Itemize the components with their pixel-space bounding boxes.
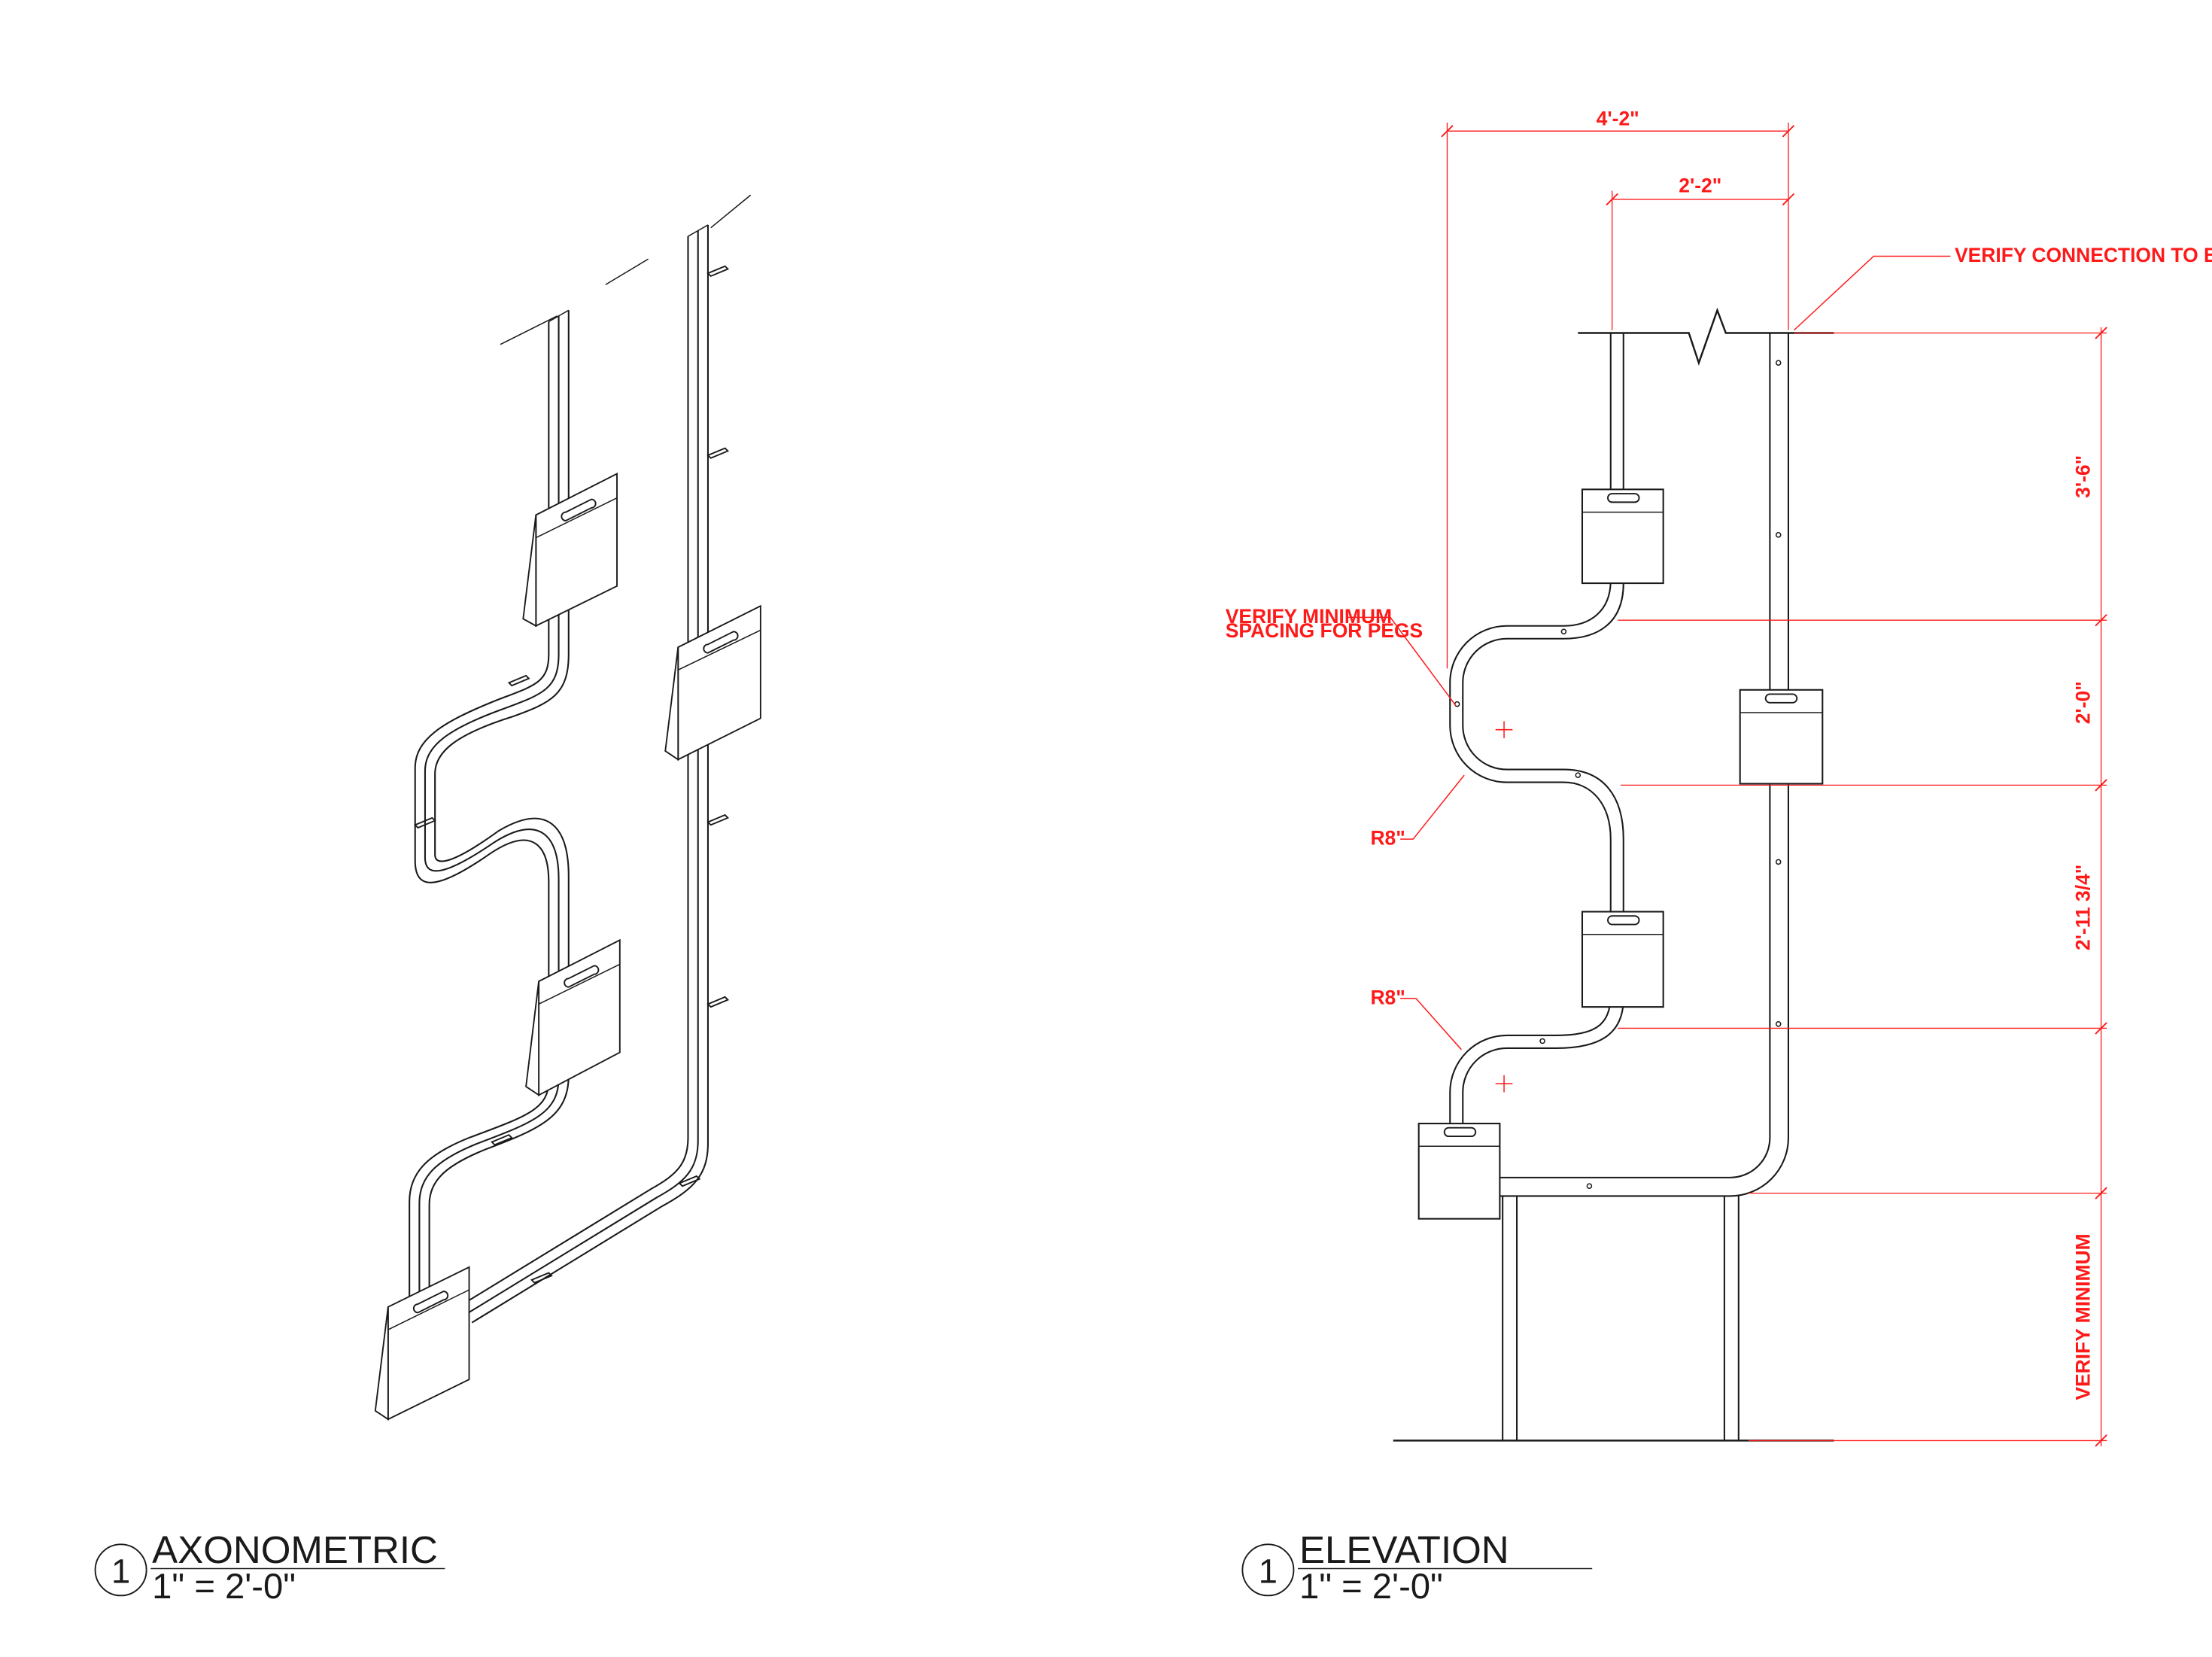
axon-pegs (414, 265, 730, 1284)
callout-pegs-line1: VERIFY MINIMUM (1226, 605, 1392, 628)
elev-bag-4 (1417, 1123, 1501, 1220)
callout-radius-2-label: R8" (1370, 986, 1405, 1008)
callout-boh-label: VERIFY CONNECTION TO BoH (1955, 244, 2212, 266)
view-scale: 1" = 2'-0" (152, 1567, 296, 1607)
axon-right-rail (460, 224, 709, 1324)
dim-seg1-label: 3'-6" (2072, 455, 2095, 498)
view-title: AXONOMETRIC (152, 1528, 438, 1571)
elev-left-rail (1449, 333, 1624, 1124)
dim-seg4-label: VERIFY MINIMUM (2072, 1233, 2095, 1400)
view-title: ELEVATION (1299, 1528, 1509, 1571)
callout-radius-1: R8" (1370, 774, 1465, 850)
dim-inner-width-label: 2'-2" (1679, 174, 1721, 196)
axon-bag-1 (522, 473, 618, 628)
elevation-view: 4'-2" 2'-2" 3'-6" 2'-0" 2'-11 3 (1226, 108, 2212, 1447)
elev-legs (1502, 1196, 1740, 1441)
callout-radius-1-label: R8" (1370, 827, 1405, 850)
elev-bag-1 (1581, 488, 1664, 585)
dim-seg2-label: 2'-0" (2072, 681, 2095, 724)
view-scale: 1" = 2'-0" (1299, 1567, 1443, 1607)
elev-right-rail (1499, 333, 1789, 1197)
callout-pegs: VERIFY MINIMUM SPACING FOR PEGS (1226, 605, 1457, 707)
axon-left-rail (409, 309, 570, 1330)
dim-overall-width: 4'-2" (1441, 108, 1795, 669)
dim-vertical-chain: 3'-6" 2'-0" 2'-11 3/4" VERIFY MINIMUM (1618, 327, 2107, 1447)
ceiling-break-line (1578, 307, 1834, 366)
dim-overall-width-label: 4'-2" (1597, 108, 1639, 130)
view-number: 1 (111, 1552, 130, 1590)
elev-bag-3 (1581, 911, 1664, 1008)
dim-seg3-label: 2'-11 3/4" (2072, 865, 2095, 950)
axonometric-view (374, 194, 761, 1421)
elev-radius-centers (1495, 721, 1513, 1093)
elev-pegs (1454, 360, 1782, 1189)
axon-bag-3 (525, 938, 621, 1097)
title-block-elevation: 1 ELEVATION 1" = 2'-0" (1241, 1528, 1593, 1607)
callout-boh: VERIFY CONNECTION TO BoH (1793, 244, 2212, 331)
elev-bag-2 (1739, 689, 1824, 785)
dim-inner-width: 2'-2" (1606, 174, 1795, 330)
callout-radius-2: R8" (1370, 986, 1462, 1050)
view-number: 1 (1259, 1552, 1278, 1590)
title-block-axonometric: 1 AXONOMETRIC 1" = 2'-0" (94, 1528, 445, 1607)
callout-pegs-line2: SPACING FOR PEGS (1226, 619, 1423, 642)
axon-bag-4 (374, 1266, 470, 1421)
axon-bag-2 (664, 604, 761, 762)
